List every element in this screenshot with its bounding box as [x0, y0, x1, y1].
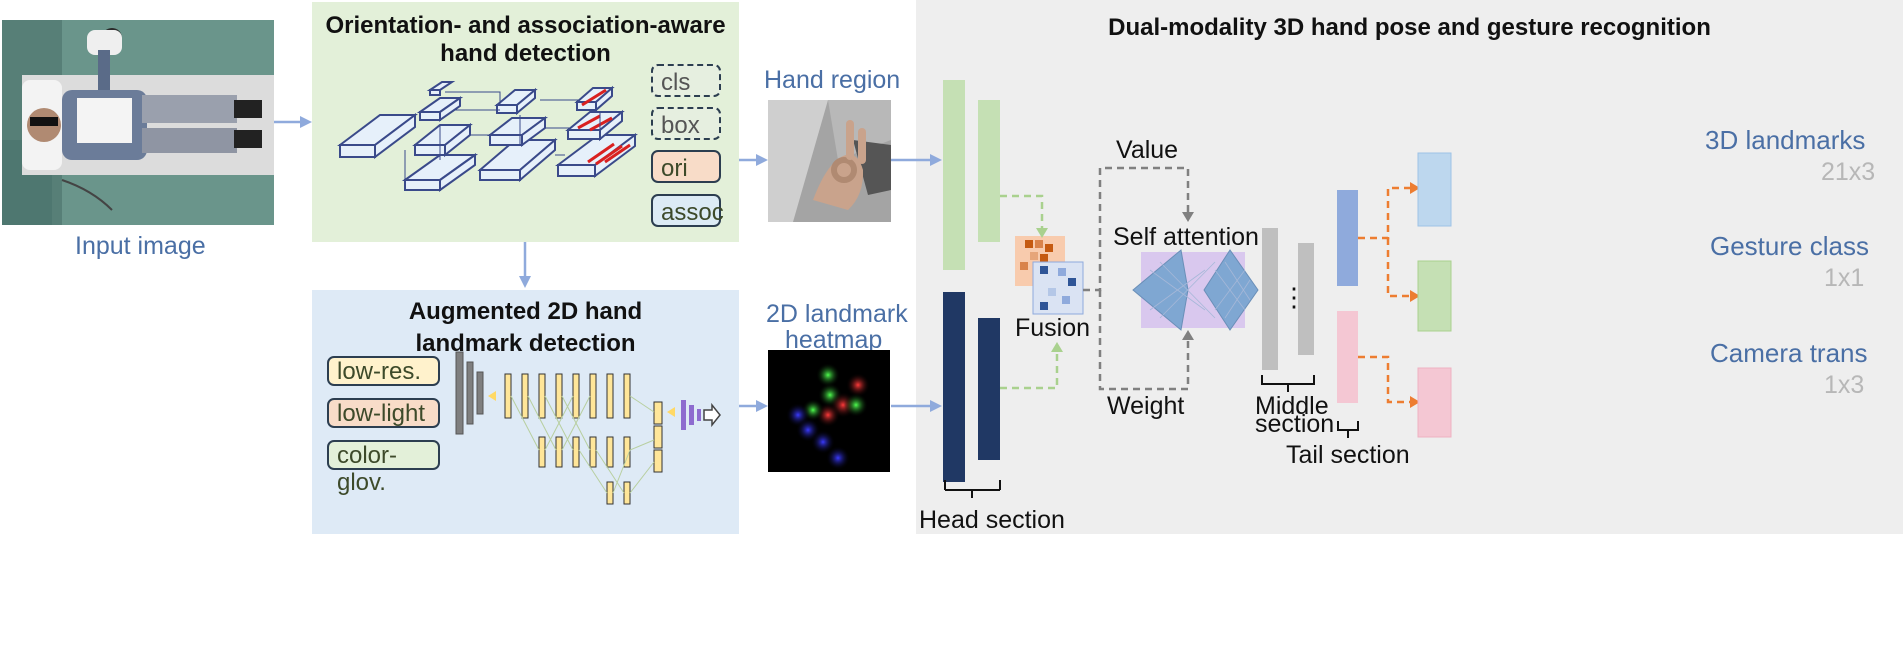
input-image-drawing [2, 20, 274, 225]
ori-chip: ori [651, 150, 721, 183]
assoc-chip: assoc [651, 194, 724, 227]
fusion-label: Fusion [1015, 314, 1091, 342]
output-name-gesture: Gesture class [1710, 231, 1869, 261]
input-image-caption: Input image [75, 232, 206, 260]
heatmap-caption-line1: 2D landmark [766, 300, 908, 328]
self-attention-label: Self attention [1113, 223, 1259, 251]
output-name-landmarks: 3D landmarks [1705, 125, 1866, 155]
detection-title-line2: hand detection [440, 40, 611, 67]
hand-region-caption: Hand region [764, 66, 901, 94]
weight-label: Weight [1107, 392, 1185, 420]
heatmap-drawing [768, 350, 890, 472]
head-section-label: Head section [919, 506, 1065, 534]
hand-region-image [768, 100, 891, 222]
output-dims-gesture: 1x1 [1824, 264, 1865, 292]
hand-region-drawing [768, 100, 891, 222]
middle-section-label-2: section [1255, 410, 1335, 438]
landmark2d-title-line2: landmark detection [415, 330, 636, 357]
middle-section-label-1: Middle [1255, 392, 1329, 420]
heatmap-caption-line2: heatmap [785, 326, 883, 354]
color-glove-chip: color-glov. [327, 440, 440, 496]
cls-chip: cls [651, 64, 721, 97]
input-image [2, 20, 274, 225]
landmark2d-title-line1: Augmented 2D hand [408, 298, 643, 325]
detection-title-line1: Orientation- and association-aware [325, 12, 726, 39]
output-dims-landmarks: 21x3 [1821, 158, 1876, 186]
ellipsis: ⋮ [1281, 282, 1307, 312]
output-dims-camera: 1x3 [1824, 371, 1865, 399]
output-name-camera: Camera trans [1710, 338, 1868, 368]
box-chip: box [651, 107, 721, 140]
low-res-chip: low-res. [327, 356, 440, 386]
heatmap-image [768, 350, 890, 472]
tail-section-label: Tail section [1286, 441, 1410, 469]
low-light-chip: low-light [327, 398, 440, 428]
recognition-title: Dual-modality 3D hand pose and gesture r… [1108, 14, 1711, 41]
value-label: Value [1116, 136, 1179, 164]
